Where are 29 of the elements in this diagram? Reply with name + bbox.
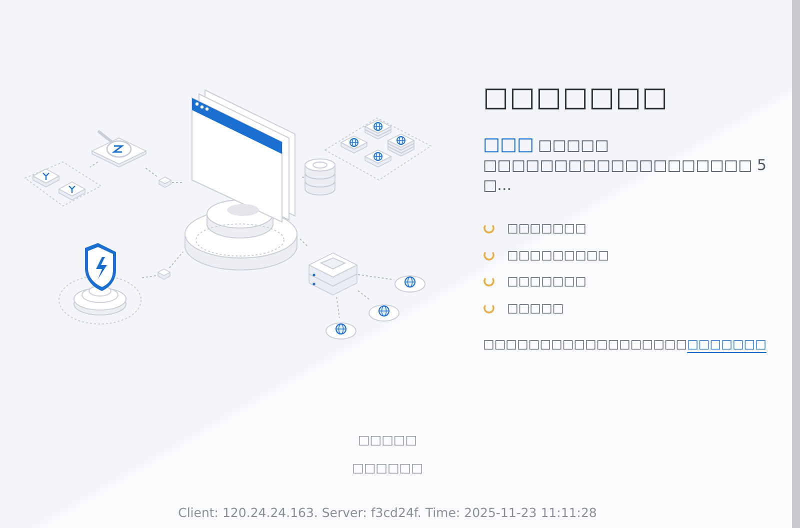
site-link: □□□	[483, 134, 534, 155]
connector-line	[145, 168, 158, 178]
check-step-text: □□□□□	[507, 300, 564, 315]
key-tiles-drawing	[25, 162, 101, 208]
server-cluster-drawing	[325, 116, 432, 182]
cube-icon	[158, 176, 172, 189]
connector-line	[90, 162, 98, 168]
check-step-text: □□□□□□□□□	[507, 248, 610, 262]
connector-line	[142, 275, 158, 278]
connector-line	[300, 238, 308, 248]
connector-line	[358, 290, 370, 300]
status-message: □□□ □□□□□ □□□□□□□□□□□□□□□□□□□ 5 □...	[483, 135, 768, 195]
check-step-text: □□□□□□□	[507, 274, 586, 288]
help-link: □□□□□□□	[687, 337, 766, 351]
connector-line	[168, 251, 184, 268]
database-icon	[304, 157, 336, 195]
check-step-text: □□□□□□□	[507, 221, 586, 236]
browser-info-label: □□□□□□	[351, 460, 424, 475]
connector-line	[358, 274, 394, 280]
page-title: □□□□□□□	[483, 82, 670, 113]
request-info-text: Client: 120.24.24.163. Server: f3cd24f. Time: 2025-11-23 11:11:28	[177, 505, 598, 520]
cube-icon	[157, 268, 171, 281]
help-note: □□□□□□□□□□□□□□□□□□□□□□□□□	[483, 337, 768, 351]
shield-pedestal-drawing	[58, 242, 142, 326]
site-address-label: □□□□□	[356, 432, 418, 447]
connector-line	[300, 176, 304, 178]
connector-line	[336, 296, 340, 318]
connector-line	[172, 182, 184, 183]
magnifier-tile-drawing	[90, 128, 148, 168]
